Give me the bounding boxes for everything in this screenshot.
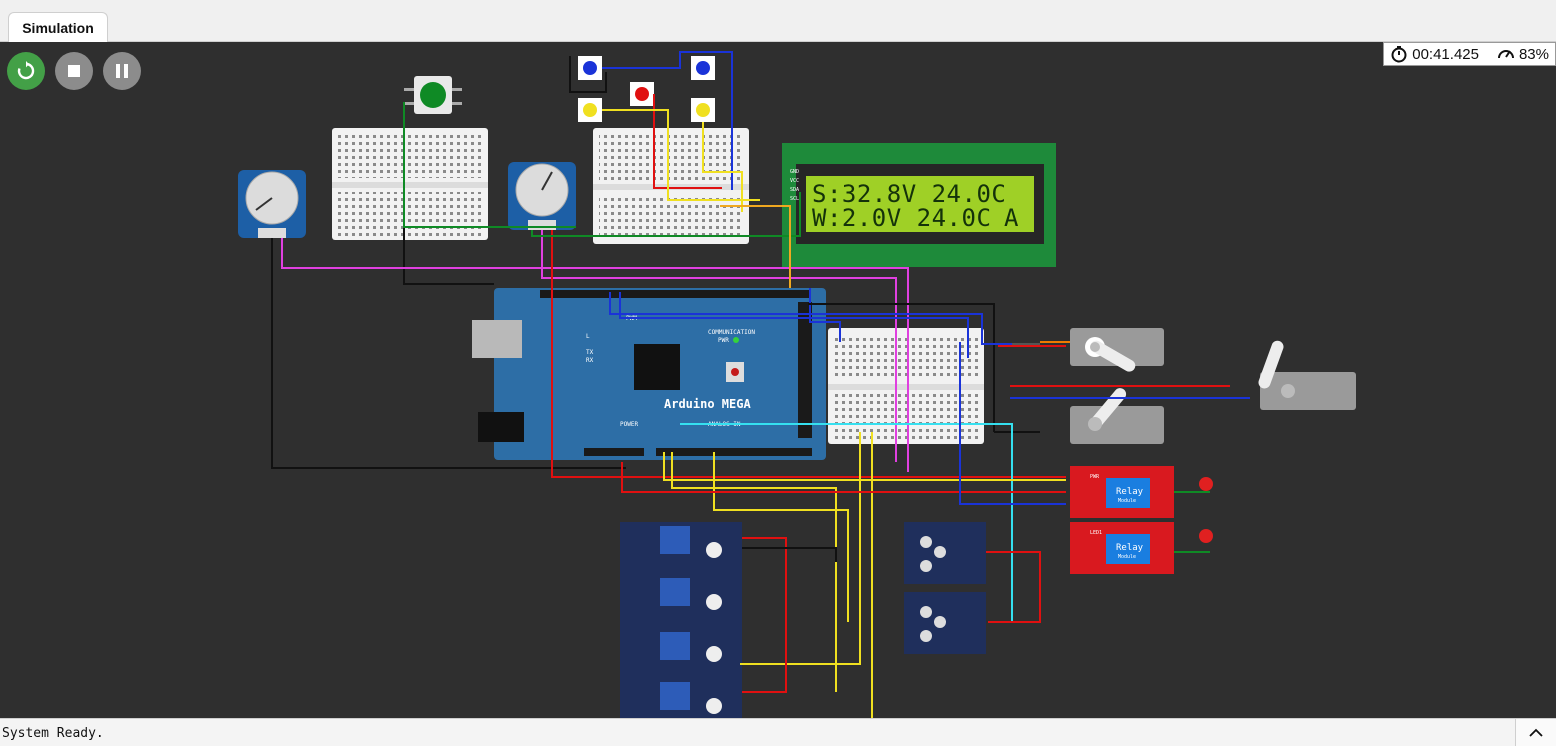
relay-module-1[interactable]: Relay Module PWR (1070, 466, 1213, 518)
svg-text:PWR: PWR (1090, 474, 1100, 480)
simulation-speed: 83% (1518, 45, 1549, 63)
svg-text:GND: GND (790, 169, 799, 175)
top-bar: Simulation (0, 0, 1556, 42)
push-button-blue-1[interactable] (578, 56, 602, 80)
svg-text:LED1: LED1 (1090, 530, 1102, 536)
joystick-module-2[interactable] (904, 592, 986, 654)
sensor-module-stack[interactable] (620, 522, 742, 718)
breadboard-left[interactable] (332, 128, 488, 240)
push-button-yellow-1[interactable] (578, 98, 602, 122)
relay-module-2[interactable]: Relay Module LED1 (1070, 522, 1213, 574)
tab-simulation[interactable]: Simulation (8, 12, 108, 42)
svg-text:Arduino MEGA: Arduino MEGA (664, 397, 751, 411)
stop-icon (68, 65, 80, 77)
chevron-up-icon (1529, 728, 1543, 737)
circuit-diagram: S:32.8V 24.0C W:2.0V 24.0C A GND VCC SDA… (238, 51, 1356, 718)
pause-icon (116, 64, 128, 78)
restart-icon (17, 61, 35, 80)
arduino-mega[interactable]: Arduino MEGA COMMUNICATION POWER ANALOG … (472, 288, 826, 460)
breadboard-top-middle[interactable] (593, 128, 749, 244)
push-button-yellow-2[interactable] (691, 98, 715, 122)
svg-text:Module: Module (1118, 498, 1136, 504)
potentiometer-left[interactable] (238, 170, 306, 238)
svg-text:VCC: VCC (790, 178, 799, 184)
svg-text:L: L (586, 333, 590, 340)
svg-text:Relay: Relay (1116, 487, 1144, 497)
svg-text:COMMUNICATION: COMMUNICATION (708, 329, 755, 336)
push-button-red[interactable] (630, 82, 654, 106)
svg-text:Relay: Relay (1116, 543, 1144, 553)
stop-button[interactable] (55, 52, 93, 90)
elapsed-time: 00:41.425 (1412, 45, 1479, 63)
svg-text:TX: TX (586, 349, 594, 356)
push-button-blue-2[interactable] (691, 56, 715, 80)
svg-text:PWR: PWR (718, 337, 729, 344)
lcd-indicator: A (1004, 204, 1019, 232)
speedometer-icon (1497, 50, 1514, 59)
restart-button[interactable] (7, 52, 45, 90)
potentiometer-right[interactable] (508, 162, 576, 230)
breadboard-right[interactable] (828, 328, 984, 444)
svg-text:Module: Module (1118, 554, 1136, 560)
simulation-stats: 00:41.425 83% (1383, 42, 1556, 66)
lcd-display[interactable]: S:32.8V 24.0C W:2.0V 24.0C A GND VCC SDA… (782, 143, 1056, 267)
stopwatch-icon (1391, 46, 1407, 63)
lcd-line-2: W:2.0V 24.0C (812, 204, 991, 232)
status-message: System Ready. (2, 726, 104, 741)
servo-2[interactable] (1070, 386, 1164, 444)
joystick-module-1[interactable] (904, 522, 986, 584)
svg-text:SDA: SDA (790, 187, 799, 193)
status-bar: System Ready. (0, 718, 1556, 746)
svg-text:SCL: SCL (790, 196, 799, 202)
servo-3[interactable] (1257, 339, 1356, 410)
pause-button[interactable] (103, 52, 141, 90)
servo-1[interactable] (1070, 328, 1164, 374)
simulation-canvas[interactable]: S:32.8V 24.0C W:2.0V 24.0C A GND VCC SDA… (0, 42, 1556, 718)
push-button-green[interactable] (404, 76, 462, 114)
expand-panel-button[interactable] (1515, 719, 1556, 746)
wires (271, 51, 1250, 718)
lcd-line-1: S:32.8V 24.0C (812, 180, 1006, 208)
svg-text:RX: RX (586, 357, 594, 364)
svg-text:POWER: POWER (620, 421, 638, 428)
